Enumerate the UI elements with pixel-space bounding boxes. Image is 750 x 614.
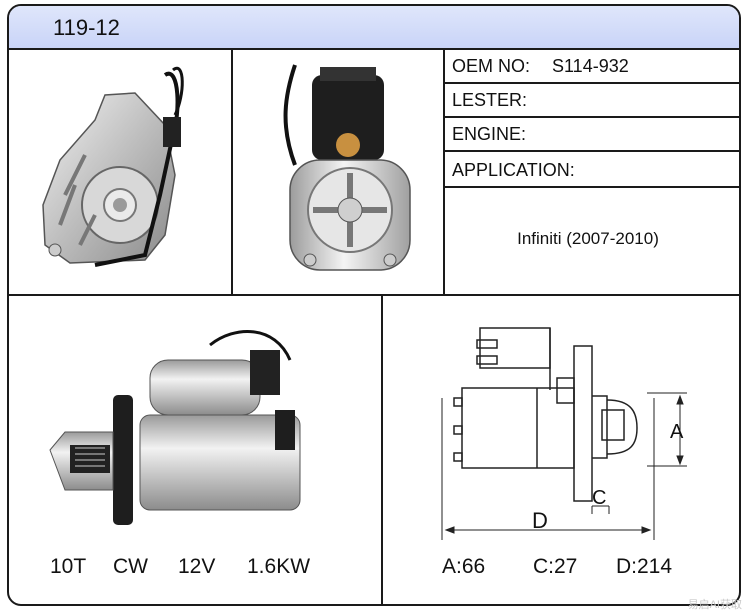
starter-front-photo <box>42 66 184 267</box>
application-value: Infiniti (2007-2010) <box>517 229 659 248</box>
dimension-diagram: A C D <box>441 327 687 540</box>
divider-top-1 <box>231 48 233 296</box>
engine-label: ENGINE: <box>452 124 527 144</box>
info-line-2 <box>443 116 739 118</box>
watermark: 易启AI获取 <box>687 599 742 611</box>
oem-label: OEM NO: <box>452 56 531 76</box>
diagram-flange <box>573 345 593 502</box>
oem-value: S114-932 <box>552 56 629 76</box>
starter-side-photo <box>49 330 301 525</box>
oem-row: OEM NO: S114-932 <box>442 48 732 82</box>
engine-row: ENGINE: <box>442 116 732 150</box>
application-row: APPLICATION: <box>442 152 732 186</box>
diagram-label-c: C <box>592 487 606 509</box>
part-number-title: 119-12 <box>53 15 120 40</box>
info-line-1 <box>443 82 739 84</box>
dimension-c: C:27 <box>533 555 578 578</box>
spec-rotation: CW <box>113 555 148 578</box>
application-label: APPLICATION: <box>452 160 575 180</box>
dimension-d: D:214 <box>616 555 673 578</box>
info-line-3 <box>443 150 739 152</box>
spec-teeth: 10T <box>50 555 87 578</box>
diagram-label-d: D <box>532 508 548 533</box>
spec-voltage: 12V <box>178 555 216 578</box>
lester-label: LESTER: <box>452 90 528 110</box>
divider-top-2 <box>443 48 445 296</box>
divider-middle <box>9 294 739 296</box>
diagram-label-a: A <box>670 421 684 443</box>
divider-bottom <box>381 294 383 604</box>
info-line-4 <box>443 186 739 188</box>
starter-rear-photo <box>283 64 411 271</box>
lester-row: LESTER: <box>442 82 732 116</box>
spec-power: 1.6KW <box>247 555 311 578</box>
header-bar: 119-12 <box>9 6 739 50</box>
dimension-a: A:66 <box>442 555 486 578</box>
